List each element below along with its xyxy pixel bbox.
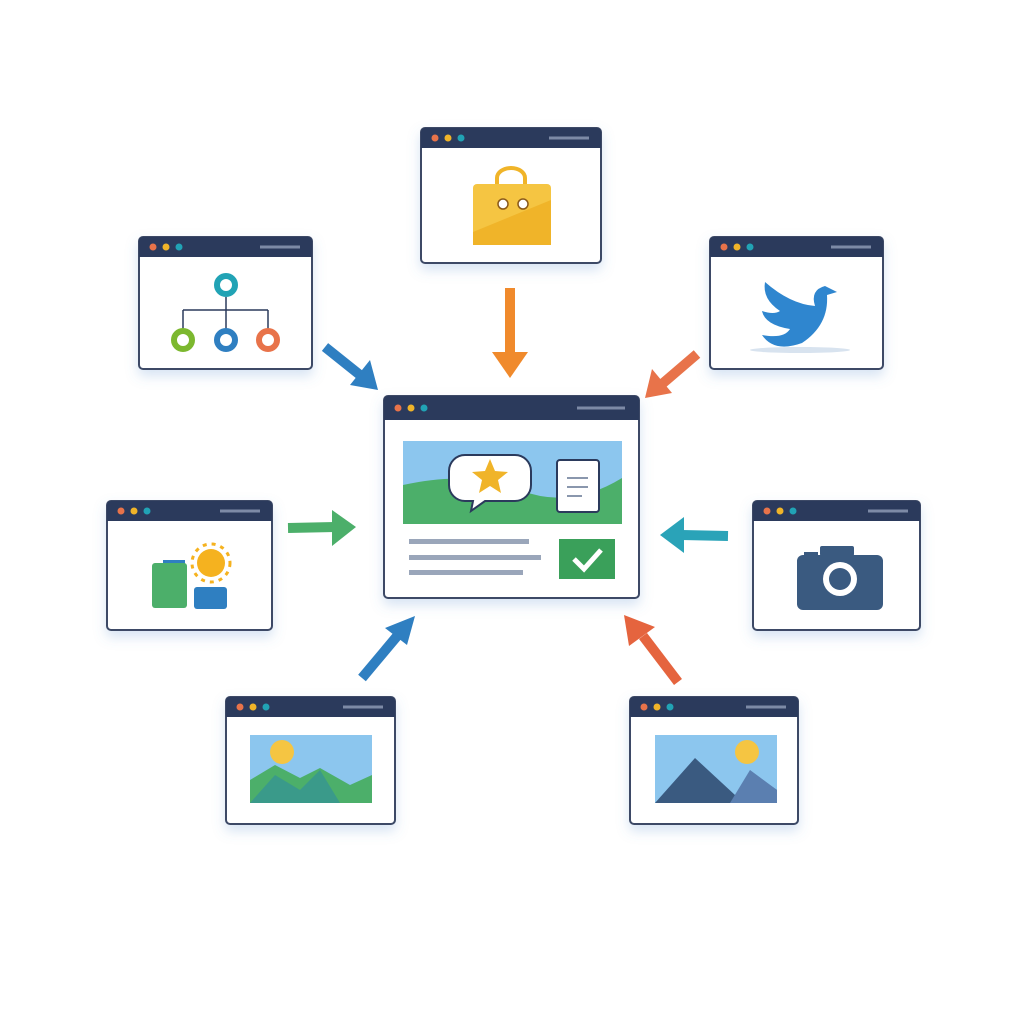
window-titlebar — [384, 396, 639, 420]
arrow-top — [492, 288, 528, 378]
bird-icon — [750, 282, 850, 353]
landscape-image-icon — [250, 735, 372, 803]
window-titlebar — [753, 501, 920, 521]
arrow-bottom-right — [624, 615, 682, 686]
arrow-right — [660, 517, 729, 553]
arrow-bottom-left — [358, 616, 415, 682]
review-card-icon — [403, 441, 622, 579]
hierarchy-icon — [171, 273, 280, 352]
address-bar — [220, 509, 260, 513]
arrow-top-left — [321, 343, 378, 390]
address-bar — [831, 245, 871, 249]
window-control-dots[interactable] — [720, 243, 754, 251]
window-titlebar — [630, 697, 798, 717]
window-control-dots[interactable] — [640, 703, 674, 711]
address-bar — [260, 245, 300, 249]
window-left — [106, 500, 273, 631]
address-bar — [746, 705, 786, 709]
address-bar — [549, 136, 589, 140]
window-control-dots[interactable] — [394, 404, 428, 412]
address-bar — [343, 705, 383, 709]
window-control-dots[interactable] — [149, 243, 183, 251]
arrow-top-right — [645, 350, 701, 398]
window-control-dots[interactable] — [236, 703, 270, 711]
shopping-bag-icon — [473, 166, 551, 245]
address-bar — [868, 509, 908, 513]
address-bar — [577, 406, 625, 410]
window-titlebar — [421, 128, 601, 148]
window-titlebar — [710, 237, 883, 257]
camera-icon — [797, 546, 883, 610]
window-control-dots[interactable] — [117, 507, 151, 515]
arrow-left — [287, 510, 356, 546]
window-control-dots[interactable] — [431, 134, 465, 142]
window-titlebar — [226, 697, 395, 717]
landscape-image-icon — [655, 735, 777, 803]
window-titlebar — [139, 237, 312, 257]
shapes-icon — [152, 542, 232, 609]
window-control-dots[interactable] — [763, 507, 797, 515]
window-titlebar — [107, 501, 272, 521]
